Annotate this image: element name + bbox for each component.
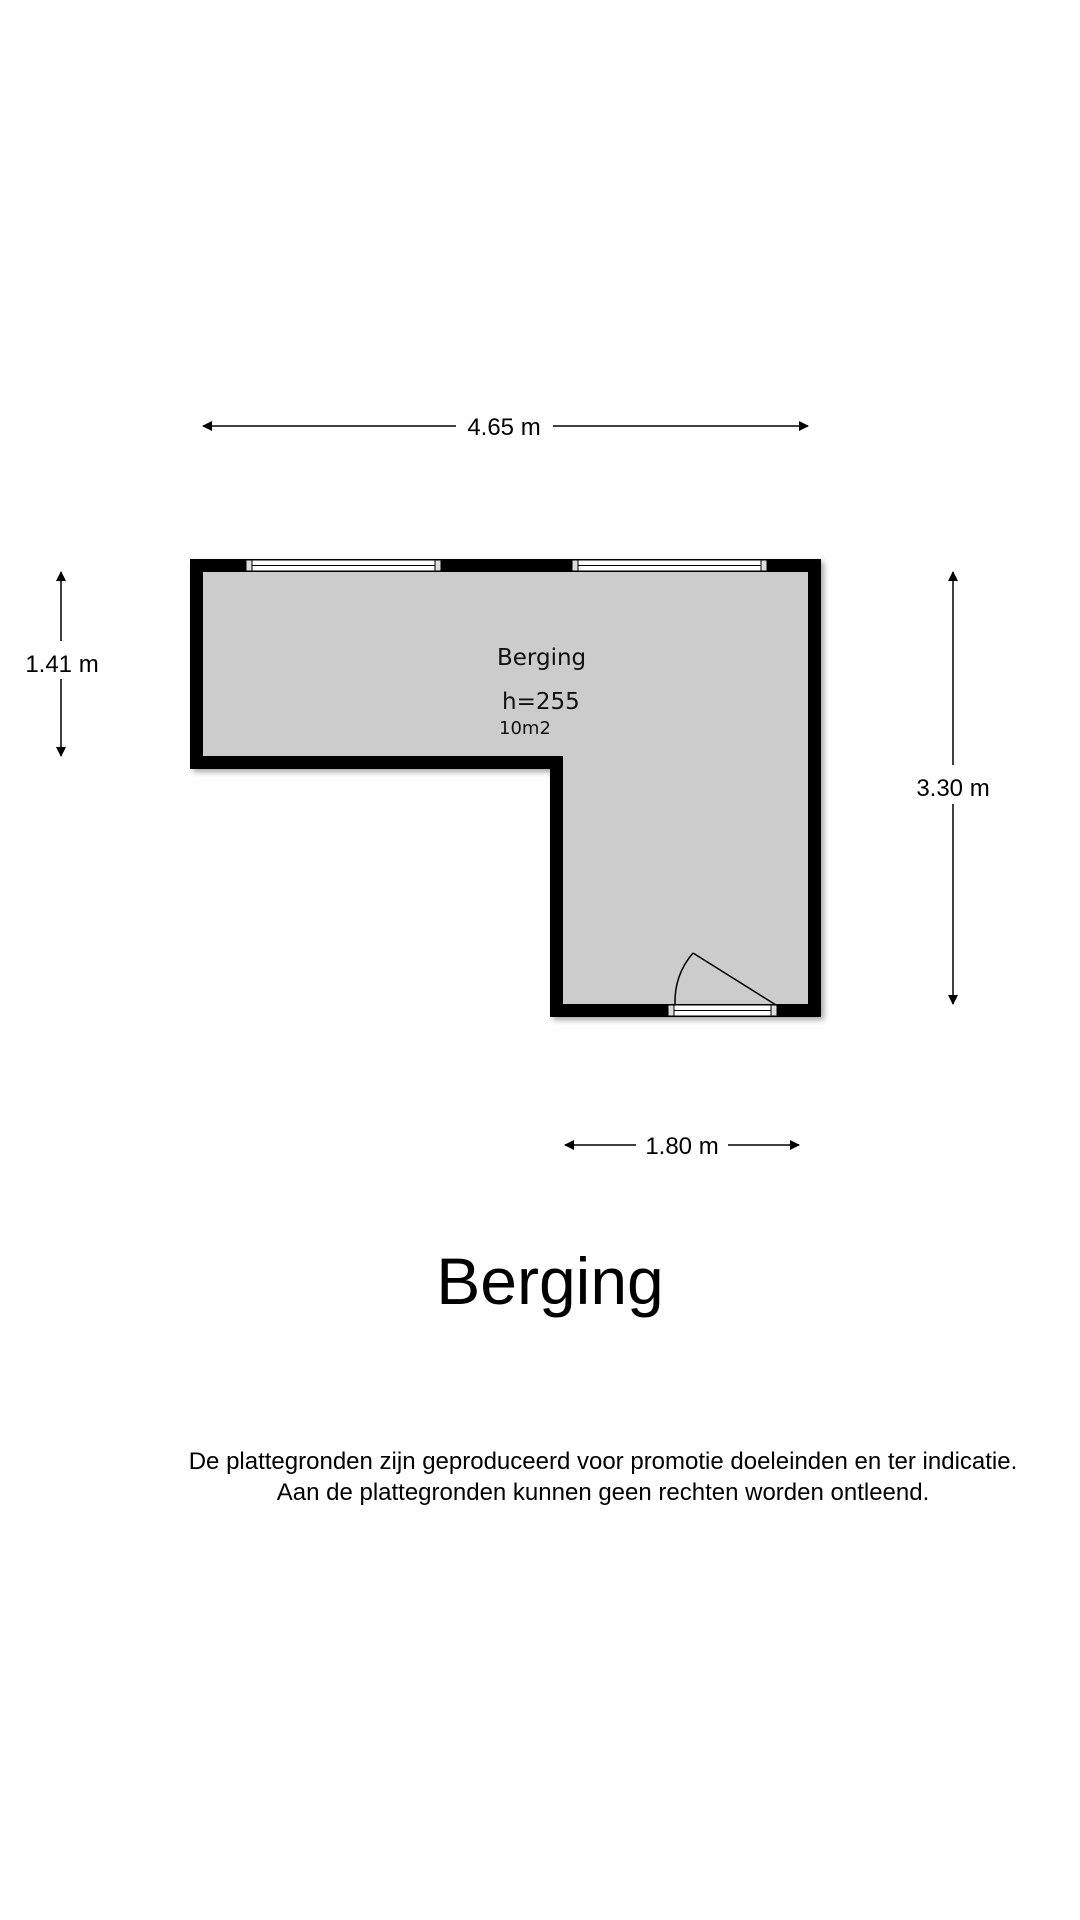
room-floor [203, 572, 808, 1004]
room-name-label: Berging [497, 645, 586, 671]
dimension-top-width: 4.65 m [202, 414, 809, 441]
dimension-top-label: 4.65 m [467, 414, 540, 441]
page-title: Berging [436, 1244, 664, 1318]
dimension-bottom-label: 1.80 m [645, 1133, 718, 1160]
dimension-left-height: 1.41 m [25, 571, 99, 757]
window-top-right [571, 559, 768, 572]
dimension-right-height: 3.30 m [916, 571, 990, 1005]
room-height-label: h=255 [502, 689, 580, 715]
dimension-left-label: 1.41 m [25, 651, 98, 678]
dimension-bottom-width: 1.80 m [564, 1133, 800, 1160]
room-area-label: 10m2 [499, 718, 551, 739]
disclaimer: De plattegronden zijn geproduceerd voor … [140, 1446, 1066, 1508]
window-top-left [245, 559, 442, 572]
dimension-right-label: 3.30 m [916, 775, 989, 802]
door [667, 952, 778, 1017]
disclaimer-line-1: De plattegronden zijn geproduceerd voor … [188, 1448, 1018, 1475]
disclaimer-line-2: Aan de plattegronden kunnen geen rechten… [276, 1479, 930, 1506]
